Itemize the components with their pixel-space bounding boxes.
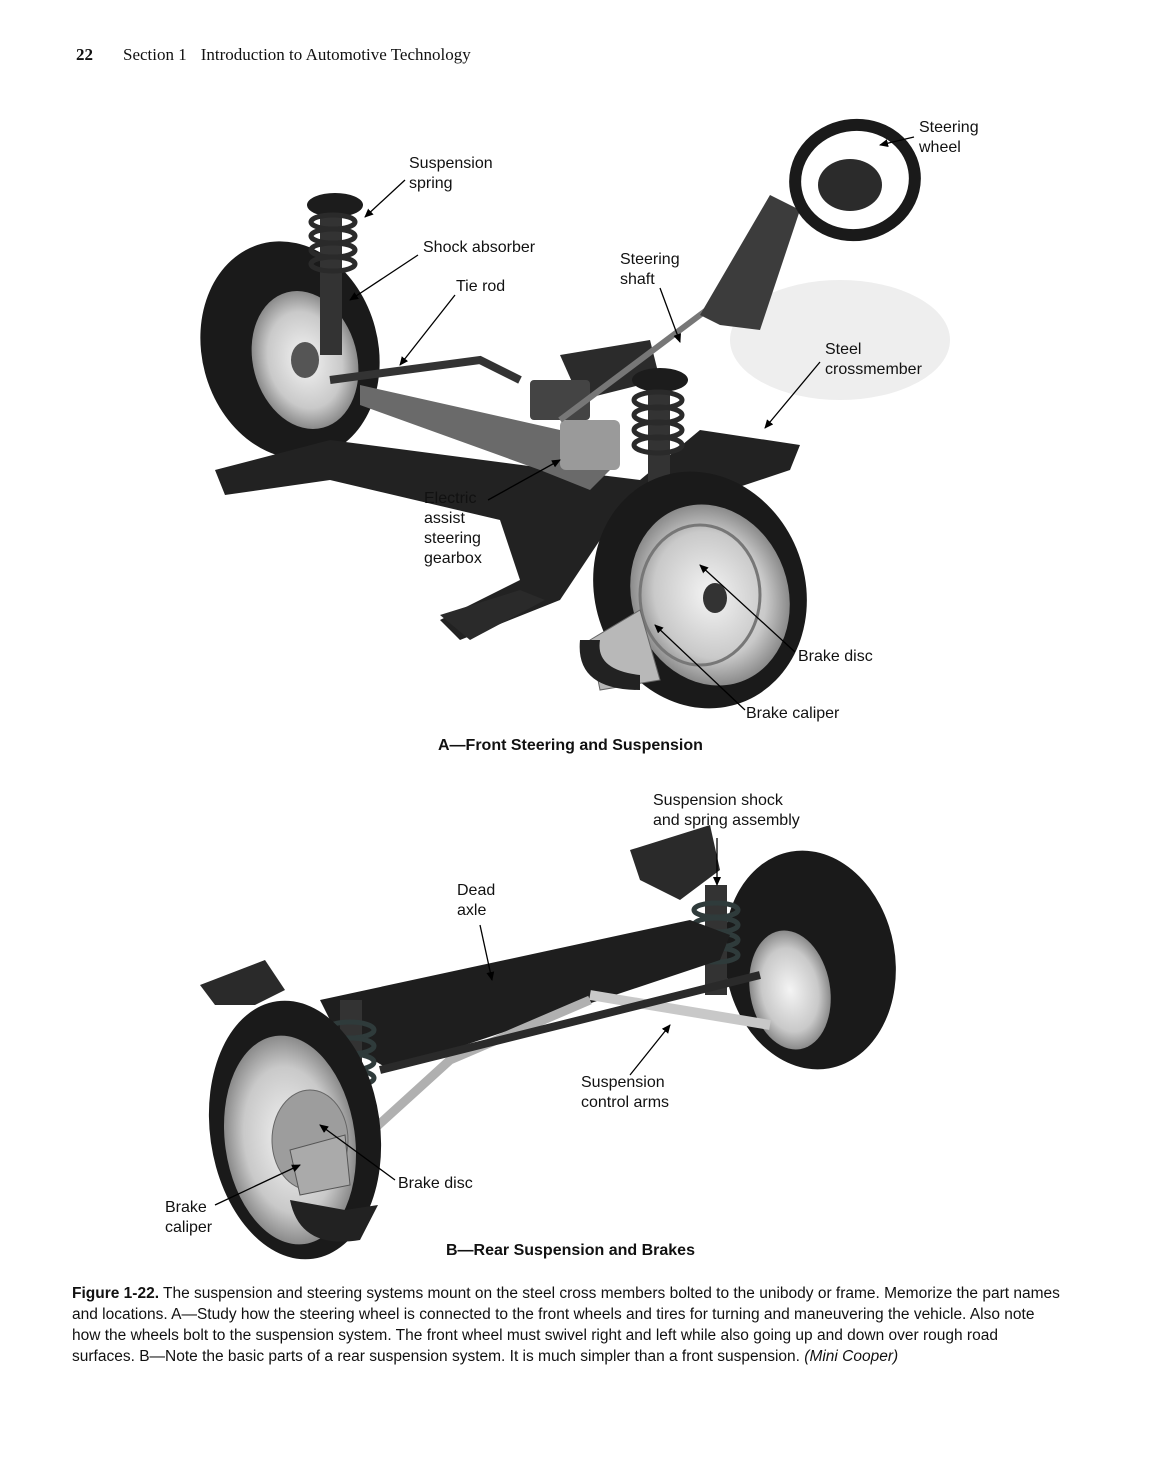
rear-suspension-drawing: [200, 825, 896, 1260]
page-number: 22: [76, 45, 93, 64]
label-suspension-control-arms: Suspension control arms: [581, 1074, 670, 1111]
label-brake-disc-rear: Brake disc: [398, 1175, 473, 1192]
label-steering-shaft: Steering shaft: [620, 251, 680, 288]
label-brake-caliper-rear: Brake caliper: [165, 1199, 213, 1236]
label-suspension-spring: Suspension spring: [409, 155, 493, 192]
front-suspension-drawing: [200, 118, 950, 709]
figure-credit: (Mini Cooper): [804, 1348, 899, 1365]
label-dead-axle: Dead axle: [457, 882, 496, 919]
figure-a-caption: A—Front Steering and Suspension: [438, 737, 703, 754]
label-electric-assist-steering-gearbox: Electric assist steering gearbox: [424, 490, 482, 567]
label-tie-rod: Tie rod: [456, 278, 506, 295]
rear-left-wheel: [208, 1000, 382, 1260]
figure-b-leader-lines: [214, 838, 721, 1206]
steering-wheel-drawing: [789, 118, 921, 242]
label-steering-wheel: Steering wheel: [919, 119, 979, 156]
label-brake-disc-front: Brake disc: [798, 648, 873, 665]
section-label: Section 1: [123, 45, 187, 64]
rear-right-wheel: [724, 850, 896, 1070]
label-brake-caliper-front: Brake caliper: [746, 705, 840, 722]
front-left-wheel: [200, 241, 380, 459]
label-steel-crossmember: Steel crossmember: [825, 341, 922, 378]
figure-caption-text: The suspension and steering systems moun…: [72, 1285, 1060, 1365]
chapter-title: Introduction to Automotive Technology: [200, 45, 471, 64]
page-header: 22 Section 1 Introduction to Automotive Te…: [76, 45, 471, 65]
label-shock-absorber: Shock absorber: [423, 239, 536, 256]
figure-number: Figure 1-22.: [72, 1285, 159, 1302]
front-right-wheel: [579, 471, 807, 709]
label-shock-spring-assembly: Suspension shock and spring assembly: [653, 792, 800, 829]
figure-b-caption: B—Rear Suspension and Brakes: [446, 1242, 695, 1259]
figure-caption: Figure 1-22. The suspension and steering…: [72, 1283, 1062, 1367]
figure-a-leader-lines: [349, 136, 915, 711]
